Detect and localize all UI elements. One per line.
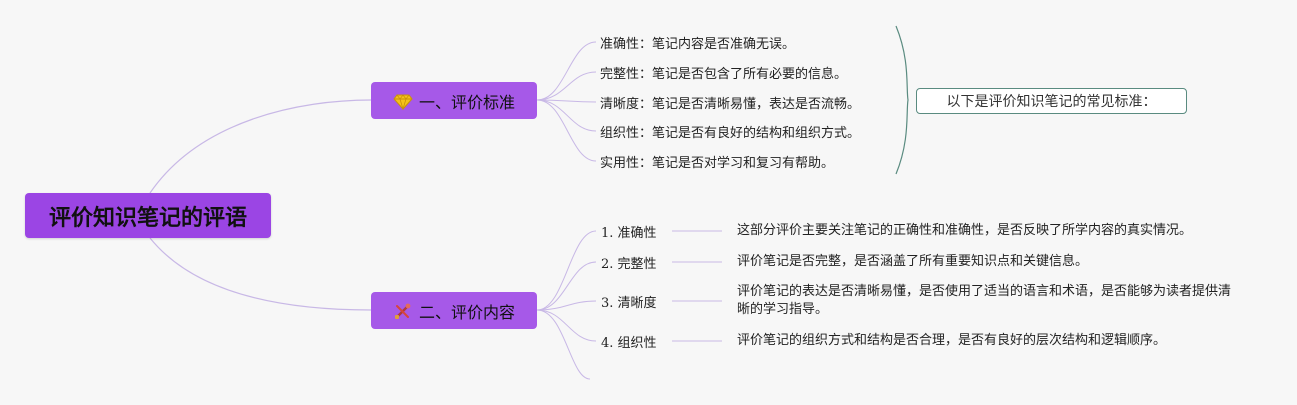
content-item-description: 评价笔记的组织方式和结构是否合理，是否有良好的层次结构和逻辑顺序。 (737, 333, 1167, 348)
content-item-description: 评价笔记是否完整，是否涵盖了所有重要知识点和关键信息。 (737, 254, 1089, 269)
link-b1-item5 (536, 99, 597, 162)
criteria-item[interactable]: 清晰度：笔记是否清晰易懂，表达是否流畅。 (600, 97, 861, 112)
link-b2-item5 (536, 309, 591, 380)
link-root-branch2 (149, 237, 372, 311)
content-item-description: 评价笔记的表达是否清晰易懂，是否使用了适当的语言和术语，是否能够为读者提供清晰的… (737, 284, 1232, 317)
content-item-description: 这部分评价主要关注笔记的正确性和准确性，是否反映了所学内容的真实情况。 (737, 223, 1193, 238)
branch-evaluation-content-label: 二、评价内容 (418, 302, 515, 322)
content-item-label[interactable]: 2. 完整性 (601, 257, 657, 272)
link-b2-item3 (536, 300, 597, 311)
link-b1-item1 (536, 41, 597, 101)
criteria-item[interactable]: 组织性：笔记是否有良好的结构和组织方式。 (600, 126, 861, 141)
link-b2-item2 (536, 261, 597, 311)
root-topic-label: 评价知识笔记的评语 (48, 205, 247, 231)
link-root-branch1 (149, 99, 372, 194)
summary-bracket (895, 25, 909, 175)
link-b1-item4 (536, 99, 597, 132)
content-item-label[interactable]: 1. 准确性 (601, 226, 657, 241)
branch-evaluation-criteria[interactable]: 一、评价标准 (371, 82, 537, 119)
content-item-label[interactable]: 4. 组织性 (601, 336, 657, 351)
branch-evaluation-criteria-label: 一、评价标准 (418, 92, 515, 112)
criteria-item[interactable]: 完整性：笔记是否包含了所有必要的信息。 (600, 67, 848, 82)
criteria-item[interactable]: 实用性：笔记是否对学习和复习有帮助。 (600, 156, 835, 171)
summary-callout-label: 以下是评价知识笔记的常见标准： (946, 94, 1157, 110)
link-b1-item2 (536, 71, 597, 101)
gem-icon (393, 93, 413, 110)
link-b2-item4 (536, 309, 597, 342)
content-item-label[interactable]: 3. 清晰度 (601, 296, 657, 311)
root-topic[interactable]: 评价知识笔记的评语 (25, 193, 271, 238)
link-b1-item3 (536, 99, 597, 103)
link-b2-item1 (536, 230, 597, 311)
criteria-item[interactable]: 准确性：笔记内容是否准确无误。 (600, 37, 796, 52)
branch-evaluation-content[interactable]: 二、评价内容 (371, 292, 537, 329)
summary-callout[interactable]: 以下是评价知识笔记的常见标准： (916, 88, 1187, 114)
tools-icon (394, 303, 411, 319)
